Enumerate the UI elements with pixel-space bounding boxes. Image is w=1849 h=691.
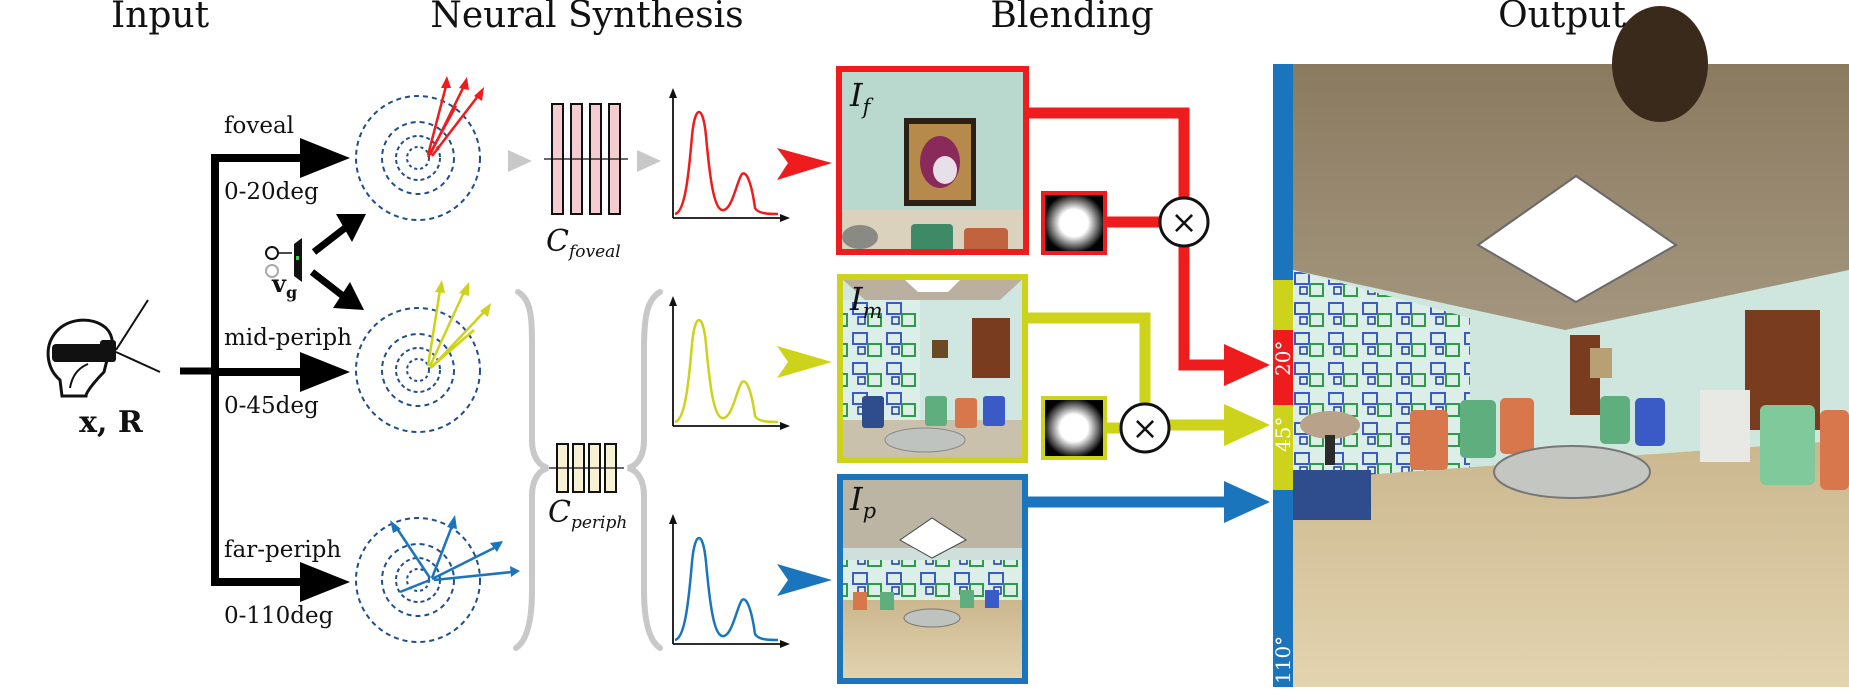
distribution-mid bbox=[669, 296, 790, 430]
branch-arrow-far bbox=[211, 562, 350, 602]
arrowhead-far bbox=[777, 564, 832, 596]
arrowhead-mid bbox=[777, 346, 832, 378]
multiply-icon: × bbox=[1158, 196, 1210, 248]
image-foveal-label: If bbox=[849, 76, 874, 119]
branch-name-mid: mid-periph bbox=[224, 325, 352, 351]
fov-label-far: 110° bbox=[1271, 636, 1295, 684]
ray-sphere-foveal bbox=[355, 76, 484, 221]
svg-text:×: × bbox=[1132, 409, 1159, 447]
brace-right bbox=[627, 289, 663, 651]
image-mid-label: Im bbox=[849, 280, 883, 323]
image-periph-label: Ip bbox=[849, 480, 876, 523]
image-mid bbox=[837, 274, 1028, 463]
fov-label-foveal: 20° bbox=[1271, 341, 1295, 376]
fov-label-mid: 45° bbox=[1271, 417, 1295, 452]
branch-arrow-mid bbox=[211, 352, 350, 392]
ray-sphere-far bbox=[355, 515, 520, 643]
branch-range-foveal: 0-20deg bbox=[224, 179, 319, 205]
image-foveal bbox=[836, 66, 1029, 255]
gaze-label: vg bbox=[271, 269, 297, 302]
header-blending: Blending bbox=[990, 0, 1153, 36]
gaussian-mask-icon bbox=[1041, 191, 1162, 255]
headset-head-icon bbox=[46, 299, 161, 398]
brace-left bbox=[513, 289, 549, 651]
gaussian-mask-icon-mid bbox=[1041, 396, 1120, 460]
multiply-icon-mid: × bbox=[1119, 402, 1171, 454]
network-periph-label: Cperiph bbox=[548, 495, 627, 533]
branch-range-mid: 0-45deg bbox=[224, 393, 319, 419]
output-image bbox=[1293, 6, 1849, 687]
branch-range-far: 0-110deg bbox=[224, 603, 334, 629]
image-periph bbox=[837, 474, 1028, 684]
branch-name-far: far-periph bbox=[224, 537, 341, 563]
arrowhead-foveal bbox=[777, 148, 832, 180]
header-output: Output bbox=[1498, 0, 1626, 36]
ray-sphere-mid bbox=[355, 280, 491, 433]
network-periph bbox=[549, 443, 624, 493]
network-foveal-label: Cfoveal bbox=[546, 224, 621, 262]
pose-label: x, R bbox=[79, 405, 144, 440]
network-foveal bbox=[544, 103, 628, 215]
blend-arrowhead-mid bbox=[1224, 404, 1270, 446]
blend-arrowhead-foveal bbox=[1224, 344, 1270, 386]
blend-path-mid bbox=[1025, 312, 1230, 431]
eye-gaze-icon bbox=[265, 238, 302, 282]
branch-arrow-foveal bbox=[211, 138, 350, 178]
blend-arrowhead-far bbox=[1224, 481, 1270, 523]
distribution-foveal bbox=[669, 88, 790, 222]
gray-connector-foveal bbox=[508, 150, 661, 172]
distribution-far bbox=[669, 514, 790, 648]
gaze-arrows bbox=[309, 214, 366, 310]
svg-text:×: × bbox=[1171, 203, 1198, 241]
fov-bar bbox=[1273, 64, 1293, 687]
header-neural-synthesis: Neural Synthesis bbox=[430, 0, 743, 36]
header-input: Input bbox=[111, 0, 210, 36]
branch-name-foveal: foveal bbox=[224, 113, 294, 139]
